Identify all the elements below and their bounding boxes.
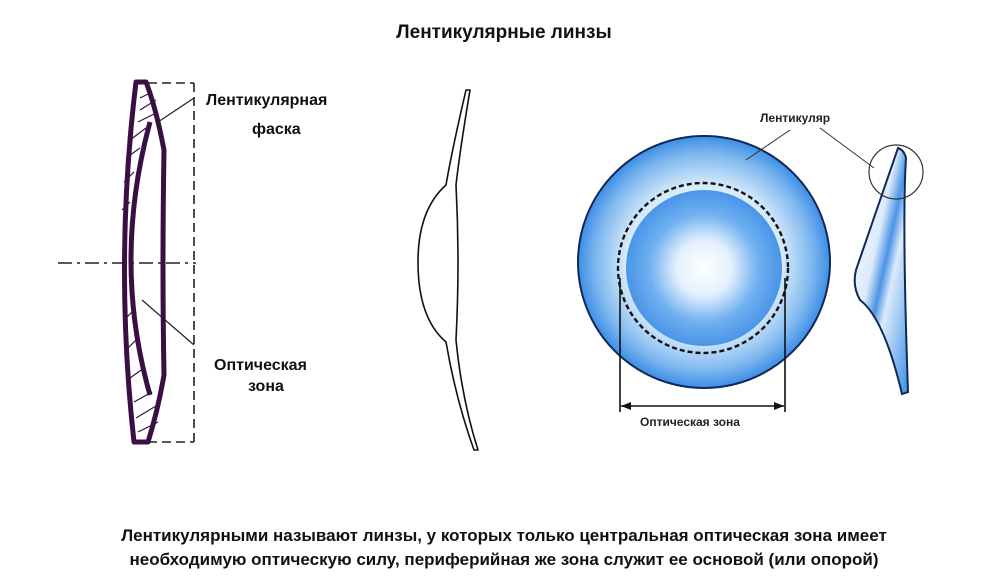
optic-label-line2: зона [248,378,284,395]
optic-zone-disc [626,190,782,346]
bevel-leader [157,97,195,123]
middle-lens-profile [417,89,479,451]
right-lens-front [577,135,831,412]
caption-line1: Лентикулярными называют линзы, у которых… [121,526,887,545]
caption: Лентикулярными называют линзы, у которых… [0,524,1008,572]
lens-outline [122,79,167,445]
optic-zone-curve [128,121,153,396]
lenticular-label: Лентикуляр [760,111,830,125]
left-lens-section [58,79,196,445]
lenticular-callout-circle [868,144,924,200]
optic-zone-dashed-border [616,181,790,355]
optic-label-line1: Оптическая [214,357,307,374]
bounding-box-dashed [148,82,195,443]
optic-zone-label-right: Оптическая зона [640,415,740,429]
hatch-lines [121,91,159,433]
page-title: Лентикулярные линзы [396,22,612,43]
bevel-label-line1: Лентикулярная [206,92,328,109]
bevel-label-line2: фаска [252,121,301,138]
optic-leader [141,299,195,346]
right-lens-side [853,144,924,396]
caption-line2: необходимую оптическую силу, периферийна… [129,550,879,569]
